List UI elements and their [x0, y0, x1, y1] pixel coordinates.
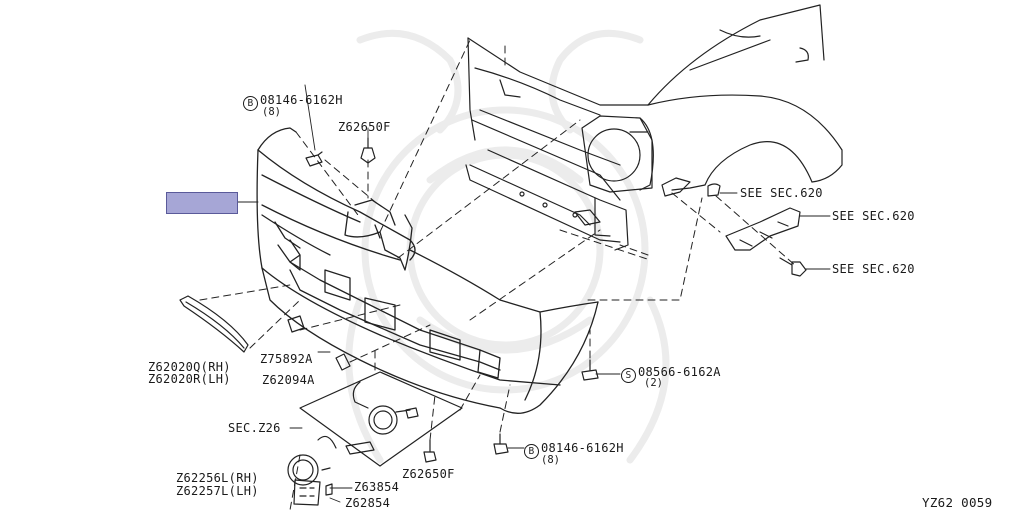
part-code: 08566-6162A	[638, 365, 721, 379]
screw-symbol-icon: S	[621, 368, 636, 383]
fender-body	[639, 4, 843, 191]
label-clip-a[interactable]: Z75892A	[260, 352, 313, 366]
molding-strip	[179, 295, 249, 353]
label-molding-lh[interactable]: Z62020R(LH)	[148, 372, 231, 386]
label-clip-bottom[interactable]: Z62650F	[402, 467, 455, 481]
label-clip-top[interactable]: Z62650F	[338, 120, 391, 134]
label-see-sec-1[interactable]: SEE SEC.620	[740, 186, 823, 200]
part-code: 08146-6162H	[260, 93, 343, 107]
label-molding-rh[interactable]: Z62020Q(RH)	[148, 360, 231, 374]
bolt-symbol-icon: B	[243, 96, 258, 111]
watermark-seal	[345, 29, 670, 464]
figure-code: YZ62 0059	[922, 495, 993, 510]
label-foglamp-rh[interactable]: Z62256L(RH)	[176, 471, 259, 485]
label-sec-z26[interactable]: SEC.Z26	[228, 421, 281, 435]
label-bolt-top-qty: (8)	[262, 106, 281, 118]
label-part-62854[interactable]: Z62854	[345, 496, 391, 510]
highlight-marker	[166, 192, 238, 214]
label-leaders	[236, 84, 831, 503]
side-brackets	[574, 177, 807, 277]
label-see-sec-2[interactable]: SEE SEC.620	[832, 209, 915, 223]
fasteners	[287, 137, 599, 463]
foglamp-kit	[287, 371, 463, 506]
label-screw-qty: (2)	[644, 377, 663, 389]
label-bolt-bottom-qty: (8)	[541, 454, 560, 466]
label-see-sec-3[interactable]: SEE SEC.620	[832, 262, 915, 276]
dashed-leaders	[199, 39, 797, 510]
label-foglamp-lh[interactable]: Z62257L(LH)	[176, 484, 259, 498]
label-part-63854[interactable]: Z63854	[354, 480, 400, 494]
headlamp-housing	[581, 115, 653, 193]
label-retainer-a[interactable]: Z62094A	[262, 373, 315, 387]
part-code: 08146-6162H	[541, 441, 624, 455]
bolt-symbol-icon: B	[524, 444, 539, 459]
